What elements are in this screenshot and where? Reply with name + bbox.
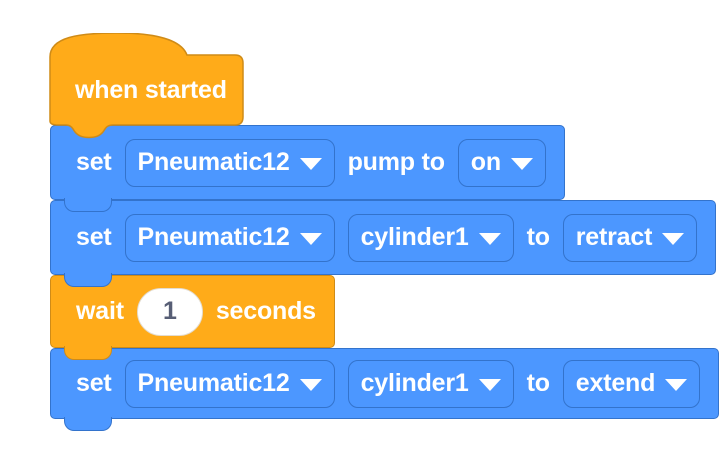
dropdown-value: on — [470, 148, 501, 176]
action-dropdown[interactable]: retract — [562, 213, 698, 262]
dropdown-arrow-icon[interactable] — [299, 233, 322, 245]
block-label: to — [526, 223, 550, 251]
action-dropdown[interactable]: extend — [562, 359, 701, 408]
dropdown-value: extend — [575, 369, 656, 397]
block-wait[interactable]: wait 1 seconds — [50, 275, 335, 360]
block-label: set — [76, 148, 112, 176]
dropdown-value: cylinder1 — [360, 223, 469, 251]
dropdown-arrow-icon[interactable] — [299, 158, 322, 170]
dropdown-value: Pneumatic12 — [137, 369, 290, 397]
connector-bump — [64, 272, 112, 287]
dropdown-value: Pneumatic12 — [137, 223, 290, 251]
port-dropdown[interactable]: cylinder1 — [347, 359, 514, 408]
block-label: when started — [75, 75, 227, 104]
block-when-started[interactable]: when started — [49, 33, 245, 139]
connector-bump — [64, 345, 112, 360]
dropdown-arrow-icon[interactable] — [299, 379, 322, 391]
block-set-cylinder-extend[interactable]: set Pneumatic12 cylinder1 to extend — [50, 348, 720, 431]
pump-state-dropdown[interactable]: on — [457, 138, 546, 187]
dropdown-arrow-icon[interactable] — [662, 233, 685, 245]
block-label: wait — [76, 297, 124, 325]
device-dropdown[interactable]: Pneumatic12 — [124, 138, 335, 187]
dropdown-value: retract — [575, 223, 653, 251]
block-label: set — [76, 223, 112, 251]
port-dropdown[interactable]: cylinder1 — [347, 213, 514, 262]
block-label: to — [526, 369, 550, 397]
block-set-cylinder-retract[interactable]: set Pneumatic12 cylinder1 to retract — [50, 200, 717, 287]
connector-bump — [64, 416, 112, 431]
dropdown-value: cylinder1 — [360, 369, 469, 397]
device-dropdown[interactable]: Pneumatic12 — [124, 213, 335, 262]
dropdown-arrow-icon[interactable] — [510, 158, 533, 170]
block-label: seconds — [215, 297, 316, 325]
hat-shape — [49, 33, 244, 139]
connector-bump — [64, 197, 112, 212]
block-label: pump to — [347, 148, 445, 176]
dropdown-value: Pneumatic12 — [137, 148, 290, 176]
block-set-pump[interactable]: set Pneumatic12 pump to on — [50, 125, 565, 212]
block-label: set — [76, 369, 112, 397]
dropdown-arrow-icon[interactable] — [478, 233, 501, 245]
wait-duration-input[interactable]: 1 — [136, 287, 203, 336]
dropdown-arrow-icon[interactable] — [665, 379, 688, 391]
dropdown-arrow-icon[interactable] — [478, 379, 501, 391]
device-dropdown[interactable]: Pneumatic12 — [124, 359, 335, 408]
